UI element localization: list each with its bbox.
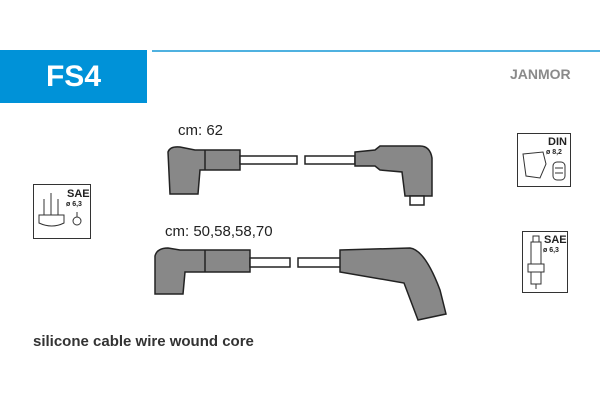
product-code-badge: FS4 [0,50,147,103]
cable-segment [297,257,346,268]
cable-segment [249,257,291,268]
angled-boot-right [339,247,447,321]
cable-2 [154,247,447,321]
distributor-cap-icon: SAE ø 6,3 [33,184,91,239]
cable-segment [304,155,356,165]
straight-boot-left [154,247,251,295]
cable-segment [239,155,298,165]
spark-plug-icon: SAE ø 6,3 [522,231,568,293]
cable-length-label-2: cm: 50,58,58,70 [165,223,273,240]
header-divider [152,50,600,52]
brand-name: JANMOR [510,66,571,82]
cable-1 [167,145,433,206]
cable-length-label-1: cm: 62 [178,122,224,139]
straight-boot-left [167,146,241,195]
angled-boot-right [354,145,433,197]
ignition-coil-icon: DIN ø 8,2 [517,133,571,187]
product-description: silicone cable wire wound core [33,333,254,350]
